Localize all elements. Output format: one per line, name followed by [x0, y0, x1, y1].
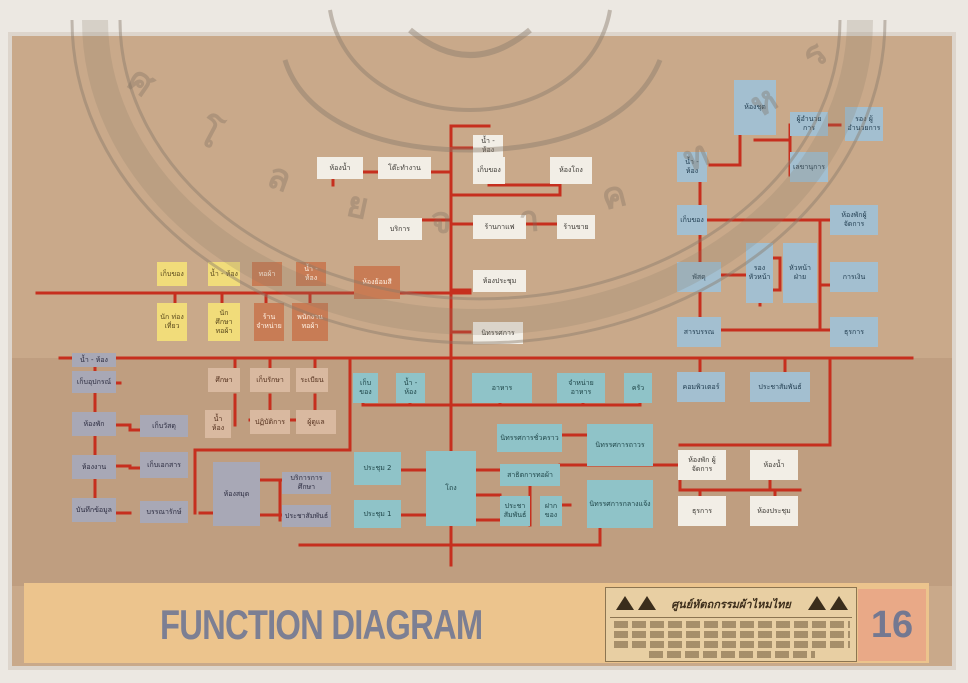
function-box: น้ำ - ห้อง	[72, 353, 116, 367]
function-box: ฝาก ของ	[540, 496, 562, 526]
function-box: นัก ศึกษา ทอผ้า	[208, 303, 240, 341]
function-box: บรรณารักษ์	[140, 501, 188, 523]
function-box: เก็บวัสดุ	[140, 415, 188, 437]
function-box: ประชาสัมพันธ์	[750, 372, 810, 402]
function-box: ประชา สัมพันธ์	[500, 496, 530, 526]
function-box: น้ำ - ห้อง	[296, 262, 326, 286]
function-box: ห้องงาน	[72, 455, 116, 479]
function-box: การเงิน	[830, 262, 878, 292]
function-box: เก็บอุปกรณ์	[72, 371, 116, 393]
function-box: สาธิตการทอผ้า	[500, 464, 560, 486]
function-box: ประชุม 2	[354, 452, 401, 485]
function-box: เก็บเอกสาร	[140, 452, 188, 478]
function-box: ห้องประชุม	[750, 496, 798, 526]
title-block-details	[614, 621, 850, 661]
function-box: โต๊ะทำงาน	[378, 157, 431, 179]
function-box: ปฏิบัติการ	[250, 410, 290, 434]
function-box: ครัว	[624, 373, 652, 403]
function-box: ห้องชุด	[734, 80, 776, 135]
function-box: นิทรรศการถาวร	[587, 424, 653, 466]
function-box: ร้าน จำหน่าย	[254, 303, 284, 341]
function-box: พนักงาน ทอผ้า	[292, 303, 328, 341]
function-box: เก็บของ	[157, 262, 187, 286]
diagram-title: FUNCTION DIAGRAM	[160, 601, 482, 649]
function-box: ห้องโถง	[550, 157, 592, 184]
function-box: คอมพิวเตอร์	[677, 372, 725, 402]
function-box: จำหน่ายอาหาร	[557, 373, 605, 403]
function-box: บริการ	[378, 218, 422, 240]
function-box: เก็บของ	[677, 205, 707, 235]
function-box: ผู้ดูแล	[296, 410, 336, 434]
function-box: ร้านขาย	[557, 215, 595, 239]
function-box: น้ำ - ห้อง	[473, 135, 503, 157]
function-box: น้ำ - ห้อง	[677, 152, 707, 182]
function-box: ห้องพัก ผู้จัดการ	[678, 450, 726, 480]
function-box: พัสดุ	[677, 262, 721, 292]
function-box: ห้องสมุด	[213, 462, 260, 526]
function-box: ประชาสัมพันธ์	[282, 505, 331, 527]
function-box: รอง ผู้อำนวยการ	[845, 107, 883, 141]
function-box: ระเบียน	[296, 368, 328, 392]
function-box: รอง หัวหน้า	[746, 243, 773, 303]
function-box: อาหาร	[472, 373, 532, 403]
function-box: หัวหน้า ฝ่าย	[783, 243, 817, 303]
function-box: ห้องย้อมสี	[354, 266, 400, 299]
function-box: นิทรรศการ	[473, 322, 523, 344]
function-box: ห้องประชุม	[473, 270, 526, 292]
title-block: ศูนย์หัตถกรรมผ้าไหมไทย	[605, 587, 857, 662]
function-box: ธุรการ	[678, 496, 726, 526]
function-box: นิทรรศการชั่วคราว	[497, 424, 562, 452]
function-box: ประชุม 1	[354, 500, 401, 528]
function-box: ธุรการ	[830, 317, 878, 347]
function-box: น้ำ - ห้อง	[208, 262, 240, 286]
function-box: ห้องน้ำ	[750, 450, 798, 480]
function-box: เก็บรักษา	[250, 368, 290, 392]
function-box: นัก ท่องเที่ยว	[157, 303, 187, 341]
title-block-heading: ศูนย์หัตถกรรมผ้าไหมไทย	[610, 591, 852, 618]
function-box: ผู้อำนวยการ	[790, 112, 828, 136]
function-box: ร้านกาแฟ	[473, 215, 526, 239]
function-box: น้ำ ห้อง	[205, 410, 231, 438]
function-box: ห้องพักผู้จัดการ	[830, 205, 878, 235]
function-box: บันทึกข้อมูล	[72, 498, 116, 522]
function-box: ห้องพัก	[72, 412, 116, 436]
function-box: เลขานุการ	[790, 152, 828, 182]
function-box: บริการการศึกษา	[282, 472, 331, 494]
function-box: น้ำ - ห้อง	[396, 373, 425, 403]
function-box: สารบรรณ	[677, 317, 721, 347]
function-box: เก็บของ	[353, 373, 378, 403]
function-box: เก็บของ	[473, 157, 505, 184]
function-box: ห้องน้ำ	[317, 157, 363, 179]
function-box: ทอผ้า	[252, 262, 282, 286]
function-box: โถง	[426, 451, 476, 526]
function-box: นิทรรศการกลางแจ้ง	[587, 480, 653, 528]
function-box: ศึกษา	[208, 368, 240, 392]
sheet-number: 16	[858, 589, 926, 661]
